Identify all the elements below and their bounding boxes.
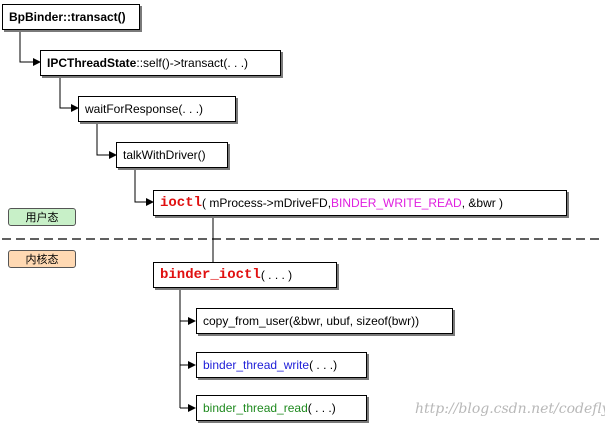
node-bpbinder-transact: BpBinder::transact() <box>2 4 140 30</box>
node-bpbinder-label: BpBinder::transact() <box>9 10 126 24</box>
node-binder-thread-write: binder_thread_write( . . .) <box>196 352 367 378</box>
tag-kernel-mode: 内核态 <box>8 250 76 268</box>
node-ipc-call-label: ::self()->transact(. . .) <box>136 56 249 70</box>
node-ipcthreadstate-transact: IPCThreadState::self()->transact(. . .) <box>40 50 281 76</box>
node-ioctl-cmd: BINDER_WRITE_READ <box>331 196 462 210</box>
tag-kernel-mode-label: 内核态 <box>25 253 59 266</box>
node-talk-label: talkWithDriver() <box>123 148 206 162</box>
node-read-name: binder_thread_read <box>203 401 308 415</box>
connector-bpbinder-ipc <box>19 30 41 66</box>
node-write-args: ( . . .) <box>309 358 338 372</box>
node-ipc-class-label: IPCThreadState <box>47 56 137 70</box>
node-binder-ioctl-name: binder_ioctl <box>160 267 261 283</box>
watermark-url: http://blog.csdn.net/codefly <box>415 401 605 417</box>
node-wait-label: waitForResponse(. . .) <box>85 102 204 116</box>
node-read-args: ( . . .) <box>307 401 336 415</box>
connector-wait-talk <box>96 122 117 159</box>
node-copy-from-user: copy_from_user(&bwr, ubuf, sizeof(bwr)) <box>196 308 453 334</box>
node-write-name: binder_thread_write <box>203 358 310 372</box>
node-talk-with-driver: talkWithDriver() <box>116 142 228 168</box>
node-ioctl-args-2: , &bwr ) <box>461 196 504 210</box>
node-ioctl-name: ioctl <box>160 195 203 211</box>
tag-user-mode-label: 用户态 <box>25 211 59 224</box>
connector-talk-ioctl <box>134 169 154 206</box>
connector-ipc-wait <box>59 76 79 112</box>
node-wait-for-response: waitForResponse(. . .) <box>78 96 236 122</box>
node-binder-ioctl: binder_ioctl ( . . . ) <box>153 262 337 288</box>
tag-user-mode: 用户态 <box>8 208 76 226</box>
node-binder-ioctl-args: ( . . . ) <box>260 268 293 282</box>
node-ioctl: ioctl ( mProcess->mDriveFD, BINDER_WRITE… <box>153 190 567 216</box>
node-ioctl-args-1: ( mProcess->mDriveFD, <box>202 196 332 210</box>
node-binder-thread-read: binder_thread_read( . . .) <box>196 395 367 421</box>
node-copy-label: copy_from_user(&bwr, ubuf, sizeof(bwr)) <box>203 314 420 328</box>
